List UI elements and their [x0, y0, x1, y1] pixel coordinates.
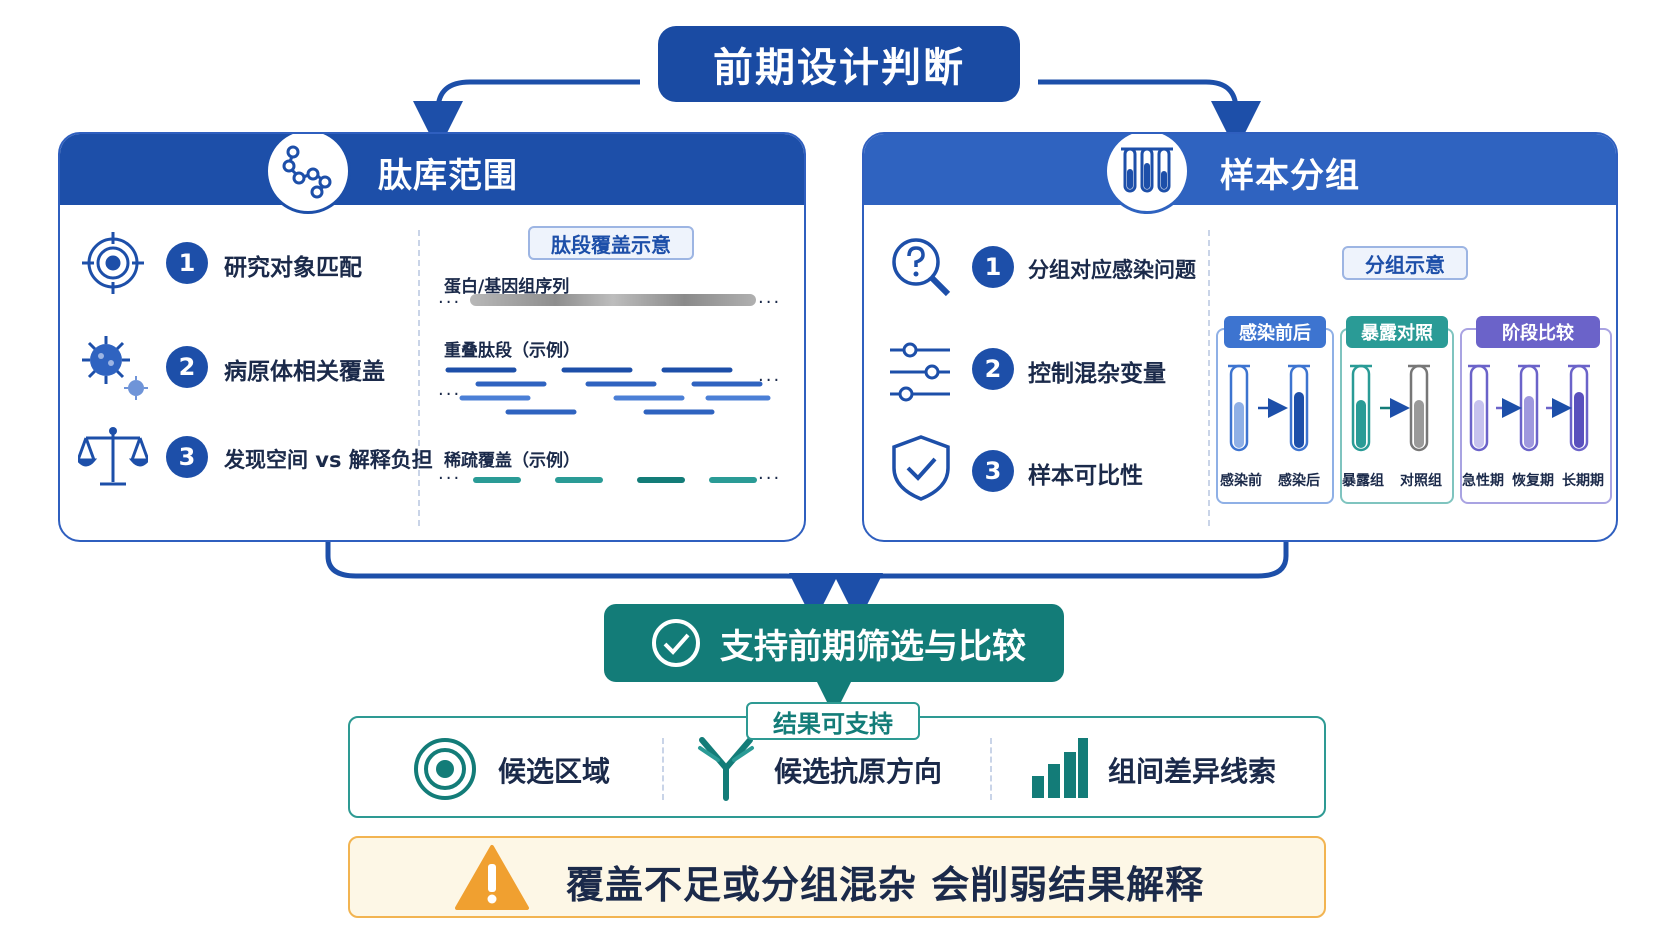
sample-grouping-panel: 样本分组 1 分组对应感染问题 2 控制混杂变量 3 样本可比性 分组示意 感染… [862, 132, 1618, 542]
panel-title: 样本分组 [1220, 156, 1360, 196]
check-circle-icon [650, 617, 702, 669]
support-box: 支持前期筛选与比较 [604, 604, 1064, 682]
warning-label: 覆盖不足或分组混杂 会削弱结果解释 [566, 863, 1205, 907]
row-label: 蛋白/基因组序列 [444, 277, 570, 297]
item-number: 3 [166, 436, 208, 478]
item-number: 2 [972, 348, 1014, 390]
ellipsis: ··· [438, 468, 462, 489]
bar-chart-icon [1030, 736, 1090, 804]
group-tag: 阶段比较 [1476, 316, 1600, 348]
item-number: 1 [166, 242, 208, 284]
row-label: 稀疏覆盖（示例） [444, 451, 580, 471]
result-label: 组间差异线索 [1108, 755, 1277, 788]
group-tag: 感染前后 [1224, 316, 1326, 348]
diagram-tag: 肽段覆盖示意 [528, 226, 694, 260]
panel-header [864, 134, 1616, 205]
question-search-icon [888, 234, 954, 304]
target-icon [80, 230, 146, 300]
support-label: 支持前期筛选与比较 [720, 626, 1026, 667]
item-label: 样本可比性 [1028, 463, 1143, 489]
tube-label: 感染前 [1220, 473, 1262, 489]
warning-box: 覆盖不足或分组混杂 会削弱结果解释 [348, 836, 1326, 918]
item-label: 研究对象匹配 [224, 255, 362, 281]
results-tag: 结果可支持 [746, 702, 920, 740]
group-tag: 暴露对照 [1346, 316, 1448, 348]
item-number: 1 [972, 246, 1014, 288]
divider [1208, 230, 1210, 526]
peptide-chain-icon [265, 134, 351, 214]
tube-label: 感染后 [1278, 473, 1320, 489]
ellipsis: ··· [438, 292, 462, 313]
panel-title: 肽库范围 [378, 156, 518, 196]
item-label: 发现空间 vs 解释负担 [224, 448, 433, 472]
shield-check-icon [890, 434, 952, 506]
ellipsis: ··· [758, 292, 782, 313]
item-label: 控制混杂变量 [1028, 361, 1166, 387]
tube-label: 长期期 [1562, 473, 1604, 489]
sequence-bar [470, 294, 756, 306]
test-tubes-icon [1104, 134, 1190, 214]
ellipsis: ··· [758, 370, 782, 391]
divider [990, 738, 992, 800]
item-number: 3 [972, 450, 1014, 492]
item-label: 分组对应感染问题 [1028, 258, 1196, 282]
tube-label: 急性期 [1462, 473, 1504, 489]
page-title: 前期设计判断 [658, 26, 1020, 102]
arrow-title-to-right [1038, 79, 1261, 151]
divider [662, 738, 664, 800]
item-number: 2 [166, 346, 208, 388]
balance-scale-icon [74, 424, 152, 494]
tube-label: 对照组 [1400, 473, 1442, 489]
row-label: 重叠肽段（示例） [444, 341, 580, 361]
tube-label: 恢复期 [1512, 473, 1554, 489]
divider [418, 230, 420, 526]
arrow-left-to-support [325, 542, 839, 623]
diagram-tag: 分组示意 [1342, 246, 1468, 280]
sparse-peptides [473, 477, 757, 483]
ellipsis: ··· [438, 384, 462, 405]
result-label: 候选抗原方向 [774, 755, 943, 788]
overlapping-peptides [445, 367, 771, 415]
sliders-icon [888, 340, 952, 408]
result-label: 候选区域 [498, 755, 611, 788]
virus-icon [78, 332, 152, 410]
target-rings-icon [412, 736, 478, 806]
peptide-library-panel: 肽库范围 1 研究对象匹配 2 病原体相关覆盖 3 发现空间 vs 解释负担 肽… [58, 132, 806, 542]
antibody-icon [694, 734, 758, 806]
arrow-right-to-support [833, 542, 1289, 623]
arrow-title-to-left [413, 79, 640, 151]
item-label: 病原体相关覆盖 [224, 359, 385, 385]
ellipsis: ··· [758, 468, 782, 489]
warning-triangle-icon [454, 844, 530, 916]
panel-header [60, 134, 804, 205]
tube-label: 暴露组 [1342, 473, 1384, 489]
tube-diagram [1228, 364, 1590, 452]
